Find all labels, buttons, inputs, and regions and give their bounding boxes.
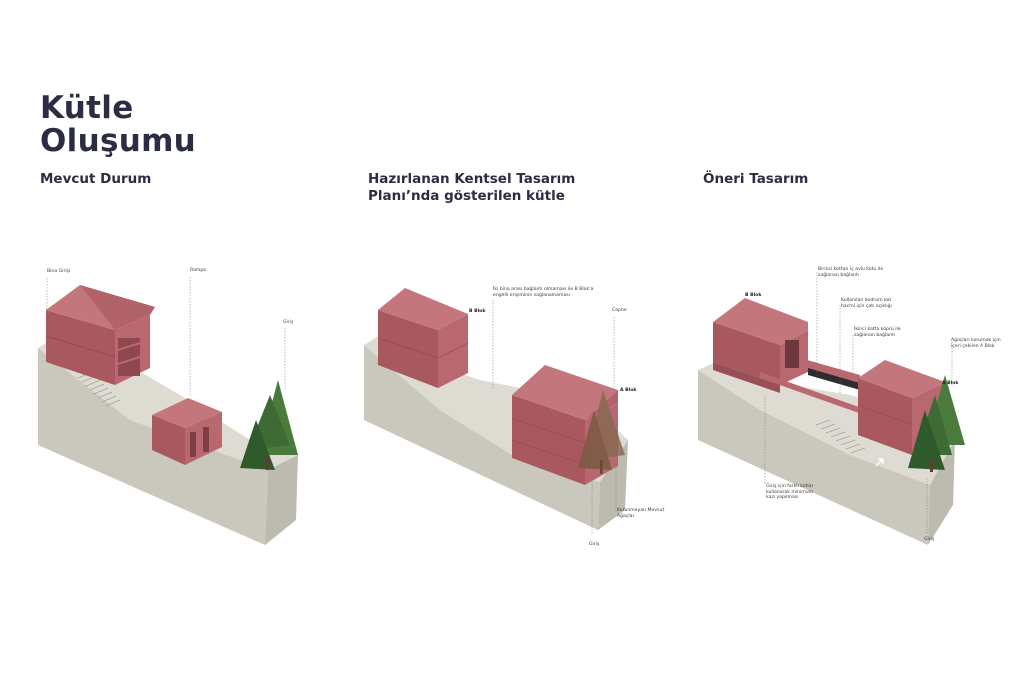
diagram-urban-plan — [364, 288, 628, 534]
page-title-line2: Oluşumu — [40, 123, 197, 159]
label-courtyard-connection: Birinci kottan iç avlu kotu ile sağlanan… — [818, 267, 883, 278]
heading-line: Planı’nda gösterilen kütle — [368, 188, 565, 204]
heading-line: Mevcut Durum — [40, 171, 152, 187]
label-line: Korunmayan Mevcut — [617, 508, 665, 513]
label-line: engelli erişiminin sağlanamaması — [493, 292, 570, 298]
proposal-b-block — [713, 298, 808, 393]
existing-building — [45, 285, 155, 385]
label-line: hacmi için çatı açıklığı — [841, 303, 892, 309]
terrain-front — [698, 370, 930, 545]
label-line: kazı yapılması — [766, 495, 799, 501]
label-facade: Cephe — [612, 308, 627, 313]
urban-b-block — [377, 288, 469, 388]
label-ramp: Rampa — [190, 268, 207, 273]
page-title-line1: Kütle — [40, 90, 134, 126]
unpreserved-trees — [578, 390, 625, 474]
diagram-proposal — [698, 272, 965, 545]
label-roof-opening: Kullanılan bodrum kot hacmi için çatı aç… — [841, 298, 892, 309]
label-building-entrance: Bina Girişi — [47, 269, 71, 274]
existing-small-building — [152, 398, 222, 465]
label-line: Giriş için farklı kotlar — [766, 484, 814, 489]
label-tree-preservation: Ağaçları korumak için içeri çekilen A Bl… — [951, 338, 1001, 349]
label-a-block: A Blok — [620, 388, 637, 393]
heading-line: Hazırlanan Kentsel Tasarım — [368, 171, 576, 187]
terrain-side — [928, 440, 955, 545]
diagram-existing — [38, 277, 298, 545]
label-b-block: B Blok — [469, 309, 486, 314]
terrain-side — [598, 440, 628, 530]
label-line: Birinci kottan iç avlu kotu ile — [818, 267, 884, 272]
proposal-bridge — [760, 358, 890, 424]
terrain-front — [364, 345, 600, 530]
label-line: Kullanılan bodrum kot — [841, 298, 892, 303]
heading-line: Öneri Tasarım — [703, 171, 809, 187]
entry-arrows — [809, 379, 884, 467]
label-b-block: B Blok — [745, 293, 762, 298]
label-entrance: Giriş — [589, 542, 600, 547]
preserved-trees — [908, 375, 965, 472]
panel-heading-urban-plan: Hazırlanan Kentsel Tasarım Planı’nda gös… — [368, 171, 575, 205]
label-no-connection: İki bina arası bağlantı olmaması ile B B… — [493, 287, 593, 298]
label-line: kullanarak minimum — [766, 489, 814, 495]
label-bridge-connection: İkinci katta köprü ile sağlanan bağlantı — [854, 327, 901, 338]
label-line: sağlanan bağlantı — [818, 272, 860, 278]
panel-heading-existing: Mevcut Durum — [40, 171, 151, 188]
label-entrance: Giriş — [283, 320, 294, 325]
terrain-top — [698, 360, 955, 485]
label-line: İki bina arası bağlantı olmaması ile B B… — [493, 287, 594, 292]
label-a-block: A Blok — [942, 381, 959, 386]
label-entrance: Giriş — [924, 537, 935, 542]
label-line: içeri çekilen A Blok — [951, 343, 995, 349]
label-line: İkinci katta köprü ile — [854, 327, 901, 332]
page-title: Kütle Oluşumu — [40, 92, 196, 158]
label-line: Ağaçları korumak için — [951, 338, 1001, 343]
label-unpreserved-trees: Korunmayan Mevcut Ağaçlar — [617, 508, 664, 519]
terrain-side — [265, 455, 298, 545]
label-line: sağlanan bağlantı — [854, 332, 896, 338]
existing-trees — [240, 380, 298, 470]
label-minimal-excavation: Giriş için farklı kotlar kullanarak mini… — [766, 484, 813, 501]
stairs — [815, 419, 866, 454]
panel-heading-proposal: Öneri Tasarım — [703, 171, 808, 188]
label-line: Ağaçlar — [617, 513, 635, 519]
